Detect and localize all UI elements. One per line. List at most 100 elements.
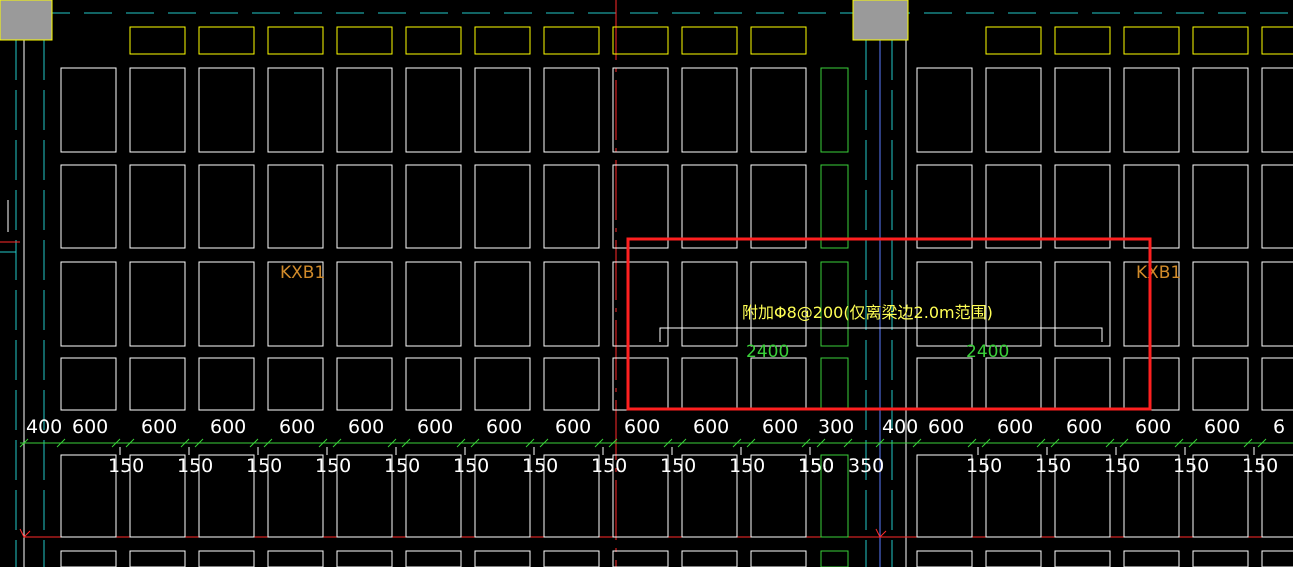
panel-cell <box>474 357 531 411</box>
panel-cell <box>1054 454 1111 538</box>
panel-cell <box>681 454 738 538</box>
panel-cell <box>474 550 531 567</box>
panel-cell <box>681 164 738 249</box>
panel-cell <box>543 357 600 411</box>
panel-cell <box>267 164 324 249</box>
dimension-tick <box>875 438 885 448</box>
column-left <box>0 0 53 41</box>
cap-rectangle <box>750 26 807 55</box>
dimension-tick <box>801 438 811 448</box>
dimension-tick <box>56 438 66 448</box>
cap-rectangle <box>474 26 531 55</box>
panel-cell <box>1192 357 1249 411</box>
dimension-label-upper: 600 <box>693 416 729 438</box>
dimension-tick <box>456 438 466 448</box>
panel-cell <box>750 550 807 567</box>
dimension-label-upper: 300 <box>818 416 854 438</box>
panel-cell <box>985 261 1042 347</box>
dimension-label-lower: 150 <box>798 455 834 477</box>
panel-cell <box>405 164 462 249</box>
panel-cell <box>474 454 531 538</box>
panel-cell <box>129 357 186 411</box>
panel-cell <box>750 67 807 153</box>
panel-cell <box>1192 67 1249 153</box>
dimension-tick <box>1257 438 1267 448</box>
dimension-tick <box>663 438 673 448</box>
beam-segment <box>820 454 849 538</box>
panel-cell <box>612 550 669 567</box>
cap-rectangle <box>681 26 738 55</box>
cap-rectangle <box>1054 26 1111 55</box>
dimension-label-lower: 150 <box>177 455 213 477</box>
dimension-tick <box>19 438 29 448</box>
dimension-label-upper: 600 <box>486 416 522 438</box>
dimension-label-lower: 150 <box>384 455 420 477</box>
panel-cell <box>985 164 1042 249</box>
beam-segment <box>820 261 849 347</box>
cap-rectangle <box>336 26 393 55</box>
panel-cell <box>129 164 186 249</box>
panel-cell <box>750 261 807 347</box>
cap-rectangle <box>1192 26 1249 55</box>
cap-rectangle <box>267 26 324 55</box>
green-beam-strip <box>820 67 849 567</box>
panel-cell <box>985 550 1042 567</box>
panel-cell <box>267 454 324 538</box>
dimension-label-upper: 600 <box>141 416 177 438</box>
dimension-tick <box>912 438 922 448</box>
panel-cell <box>612 67 669 153</box>
dimension-label-lower: 150 <box>1104 455 1140 477</box>
dimension-label-upper: 600 <box>555 416 591 438</box>
panel-cell <box>543 550 600 567</box>
dimension-tick <box>332 438 342 448</box>
panel-cell <box>1192 164 1249 249</box>
panel-cell <box>405 550 462 567</box>
slab-tag-right: KXB1 <box>1136 263 1181 283</box>
dimension-label-upper: 600 <box>348 416 384 438</box>
dimension-label-lower: 150 <box>246 455 282 477</box>
panel-cell <box>474 164 531 249</box>
panel-cell <box>543 67 600 153</box>
dimension-tick <box>981 438 991 448</box>
dimension-tick <box>470 438 480 448</box>
panel-cell <box>750 454 807 538</box>
panel-cell <box>405 454 462 538</box>
panel-cell <box>543 164 600 249</box>
panel-cell <box>1192 550 1249 567</box>
cap-rectangle <box>198 26 255 55</box>
dimension-label-upper: 600 <box>417 416 453 438</box>
reinforcement-note: 附加Φ8@200(仅离梁边2.0m范围) <box>742 303 993 322</box>
dimension-tick <box>594 438 604 448</box>
dimension-label-lower: 150 <box>315 455 351 477</box>
dimension-tick <box>194 438 204 448</box>
panel-cell <box>60 454 117 538</box>
dimension-label-upper: 600 <box>279 416 315 438</box>
dimension-label-upper: 600 <box>210 416 246 438</box>
dimension-label-lower: 150 <box>591 455 627 477</box>
dimension-tick <box>1188 438 1198 448</box>
panel-cell <box>1261 67 1293 153</box>
panel-cell <box>198 357 255 411</box>
dimension-tick <box>746 438 756 448</box>
cap-rectangle <box>405 26 462 55</box>
dimension-label-lower: 150 <box>108 455 144 477</box>
dimension-label-lower: 150 <box>798 455 834 477</box>
dimension-label-upper: 600 <box>72 416 108 438</box>
panel-cell <box>1261 261 1293 347</box>
panel-cell <box>336 261 393 347</box>
dimension-label-upper: 400 <box>882 416 918 438</box>
panel-cell <box>198 550 255 567</box>
panel-cell <box>985 67 1042 153</box>
cap-rectangle <box>985 26 1042 55</box>
beam-segment <box>820 550 849 567</box>
panel-cell <box>405 67 462 153</box>
dimension-label-lower: 150 <box>966 455 1002 477</box>
dimension-tick <box>1119 438 1129 448</box>
dimension-tick <box>387 438 397 448</box>
dimension-label-lower: 150 <box>1035 455 1071 477</box>
panel-cell <box>60 164 117 249</box>
panel-cell <box>612 454 669 538</box>
panel-cell <box>612 164 669 249</box>
dimension-tick <box>1050 438 1060 448</box>
